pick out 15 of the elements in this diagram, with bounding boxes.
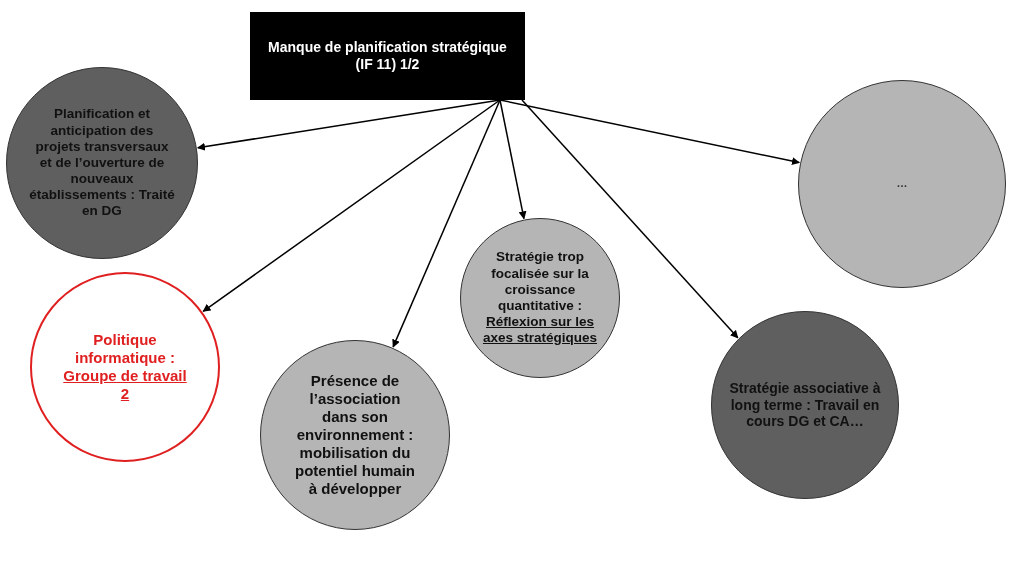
title-box [250, 12, 525, 100]
arrow [202, 99, 501, 313]
topic-text: Politique informatique : [74, 331, 176, 367]
arrow [521, 99, 739, 339]
action-text: Groupe de travail 2 [62, 367, 188, 403]
topic-text: … [896, 177, 908, 191]
arrow [499, 99, 800, 165]
action-text: Réflexion sur les axes stratégiques [481, 314, 599, 347]
arrow [499, 99, 527, 220]
topic-text: Stratégie associative à long terme : Travail en cours DG et CA… [728, 379, 882, 431]
topic-text: Présence de l’association dans son environnement : mobilisation du potentiel humain à développer [295, 372, 415, 498]
topic-text: Manque de planification stratégique (IF 11) 1/2 [267, 39, 508, 73]
topic-text: Stratégie trop focalisée sur la croissance quantitative : [490, 249, 590, 315]
topic-text: Planification et anticipation des projets transversaux et de l’ouverture de nouveaux établissements : Traité en DG [29, 106, 175, 220]
arrow [392, 99, 501, 348]
